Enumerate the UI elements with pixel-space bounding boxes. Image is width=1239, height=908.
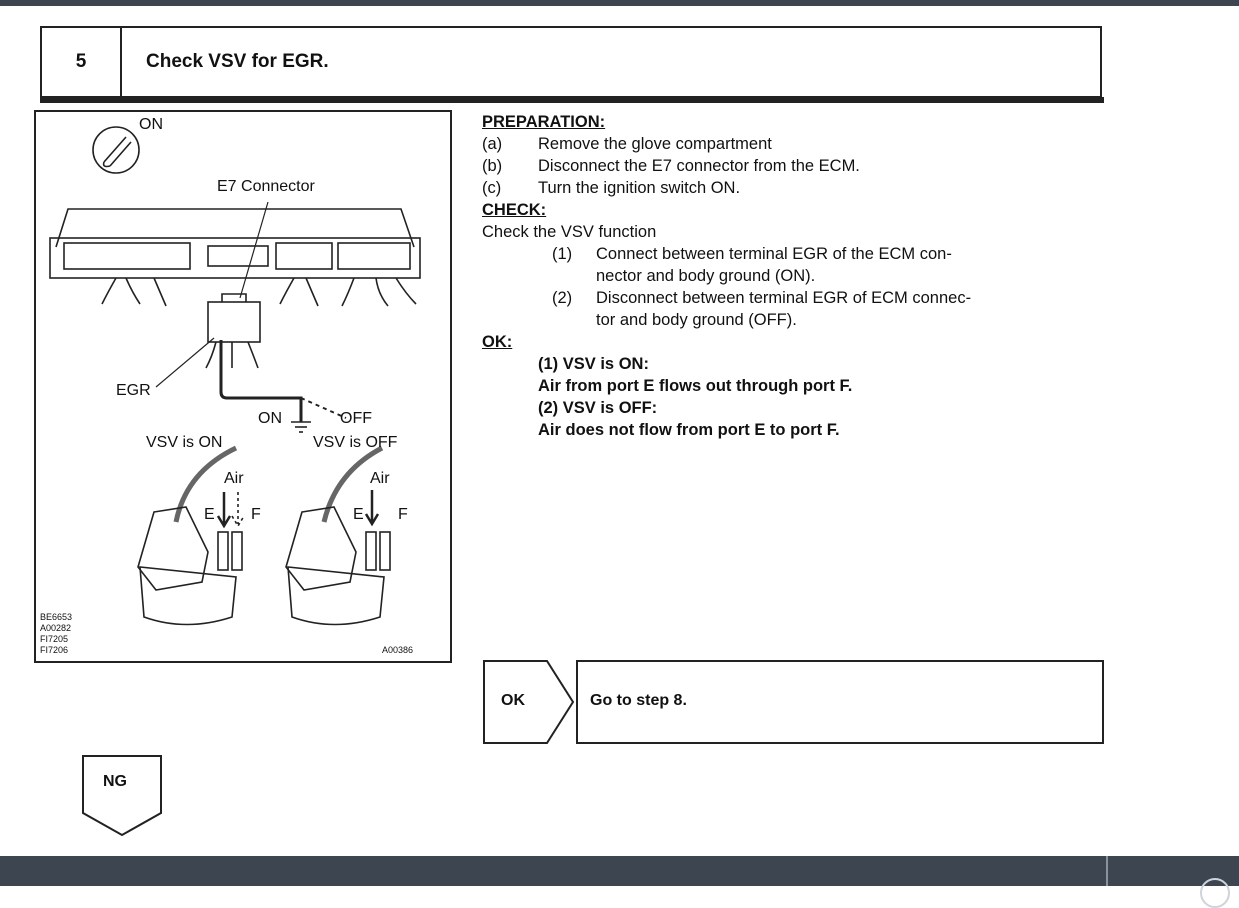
ok-tag-label: OK [501,692,525,709]
ok-result-text: Go to step 8. [590,692,687,709]
ok-line-2: Air from port E flows out through port F… [538,377,853,395]
label-port-e-left: E [204,506,215,523]
vsv-left-body [137,506,209,591]
prep-text-a: Remove the glove compartment [538,135,772,153]
label-on: ON [258,410,282,427]
check-intro: Check the VSV function [482,223,657,241]
check-heading: CHECK: [482,201,547,219]
check-marker-2: (2) [552,289,573,307]
bottom-bar [0,856,1239,908]
step-number: 5 [42,28,122,96]
ok-result-box: Go to step 8. [576,660,1104,744]
ok-line-3: (2) VSV is OFF: [538,399,658,417]
preparation-heading: PREPARATION: [482,113,606,131]
ng-result-tag: NG [82,755,162,837]
figure-code: BE6653 [40,612,73,622]
ecm-body [49,237,421,279]
ok-line-4: Air does not flow from port E to port F. [538,421,840,439]
label-off: OFF [340,410,372,427]
label-egr: EGR [116,382,151,399]
vsv-right-body [285,506,357,591]
illustration: ON E7 Connector EGR ON OFF VSV is ON VSV… [34,110,452,663]
label-e7-connector: E7 Connector [217,178,315,195]
label-air-left: Air [224,470,244,487]
figure-code: A00282 [40,623,72,633]
figure-code: FI7205 [40,634,69,644]
ng-tag-label: NG [103,773,127,790]
label-port-f-left: F [251,506,261,523]
prep-marker-b: (b) [482,157,503,175]
ecm-connector-left [63,242,191,270]
prep-marker-c: (c) [482,179,502,197]
step-title: Check VSV for EGR. [146,51,329,72]
figure-ref: A00386 [382,645,414,655]
ignition-switch-icon [92,126,140,174]
label-ignition-on: ON [139,116,163,133]
prep-marker-a: (a) [482,135,503,153]
check-text-2a: Disconnect between terminal EGR of ECM c… [596,289,972,307]
figure-code: FI7206 [40,645,69,655]
prep-text-b: Disconnect the E7 connector from the ECM… [538,157,860,175]
figure-codes: BE6653 A00282 FI7205 FI7206 [40,612,72,656]
label-air-right: Air [370,470,390,487]
ng-arrow-shape [82,755,162,837]
check-text-2b: tor and body ground (OFF). [596,311,797,329]
check-text-1a: Connect between terminal EGR of the ECM … [596,245,952,263]
check-marker-1: (1) [552,245,573,263]
e7-connector [207,301,261,343]
label-vsv-off: VSV is OFF [313,434,398,451]
header-rule [40,97,1104,103]
illustration-drawing [49,126,421,626]
prep-text-c: Turn the ignition switch ON. [538,179,741,197]
label-port-f-right: F [398,506,408,523]
label-port-e-right: E [353,506,364,523]
check-text-1b: nector and body ground (ON). [596,267,816,285]
ok-line-1: (1) VSV is ON: [538,355,649,373]
bottom-bar-separator [1106,856,1108,886]
label-vsv-on: VSV is ON [146,434,223,451]
ok-result-tag: OK [483,660,575,744]
step-header: 5 Check VSV for EGR. [40,26,1102,98]
circle-icon[interactable] [1200,878,1230,908]
top-bar [0,0,1239,6]
ok-heading: OK: [482,333,513,351]
ok-arrow-shape [483,660,575,744]
